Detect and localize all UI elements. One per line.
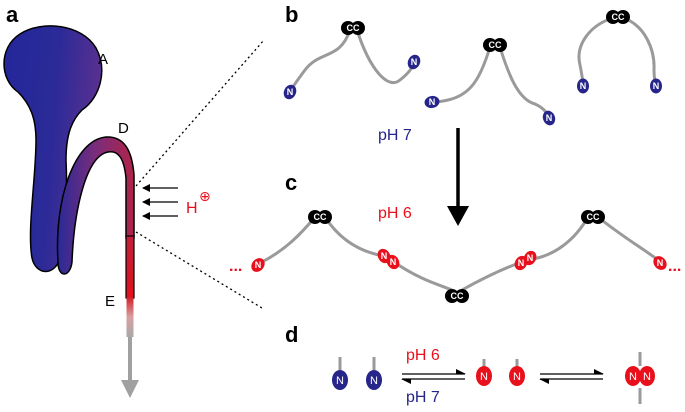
svg-text:N: N (643, 371, 651, 383)
gland-loop-region-d (56, 136, 135, 275)
region-label-d: D (118, 120, 129, 137)
protein-unprotonated-1: N N CC (283, 21, 421, 100)
coiled-coil-head (445, 289, 459, 303)
residue-n (577, 78, 589, 94)
svg-text:N: N (653, 81, 660, 91)
svg-text:N: N (381, 251, 388, 261)
residue-n-protonated (476, 366, 492, 386)
zoom-line-bottom (135, 231, 263, 309)
chain-continues-left: ... (229, 258, 242, 275)
residue-n (424, 95, 440, 109)
zoom-line-top (135, 39, 265, 187)
svg-text:N: N (657, 258, 664, 268)
svg-text:N: N (546, 113, 553, 123)
svg-text:CC: CC (347, 23, 360, 33)
svg-text:CC: CC (451, 291, 464, 301)
residue-n-protonated (639, 366, 655, 386)
coiled-coil-head (483, 38, 497, 52)
residue-n-protonated (625, 366, 641, 386)
residue-n-neutral (366, 370, 382, 390)
svg-text:N: N (287, 87, 294, 97)
proton-influx-arrows (142, 184, 178, 220)
gland-duct-tip-region-e (126, 297, 134, 337)
residue-n-protonated (653, 256, 667, 270)
coiled-coil-head (616, 10, 630, 24)
proton-symbol: H (186, 200, 198, 217)
gland-duct-segment (125, 235, 135, 299)
chain-continues-right: ... (668, 258, 681, 275)
svg-text:N: N (518, 258, 525, 268)
coiled-coil-head (455, 289, 469, 303)
protonated-network: ... N CC N N CC N N CC N ... (229, 210, 681, 303)
svg-text:N: N (390, 257, 397, 267)
proton-charge: ⊕ (199, 189, 211, 205)
region-label-a: A (98, 51, 108, 68)
condition-ph7-panel-d: pH 7 (406, 389, 440, 406)
panel-c-label: c (285, 170, 297, 195)
coiled-coil-head (318, 210, 332, 224)
equilibrium-scheme: N N N N N N (332, 352, 655, 404)
svg-text:CC: CC (489, 40, 502, 50)
residue-n-protonated (386, 254, 400, 270)
residue-n-protonated (509, 366, 525, 386)
svg-text:N: N (580, 81, 587, 91)
residue-n (542, 110, 556, 126)
residue-n-neutral (332, 370, 348, 390)
svg-text:N: N (480, 371, 488, 383)
transition-arrowhead (447, 206, 469, 226)
svg-text:N: N (255, 260, 262, 270)
residue-n-protonated (523, 250, 537, 266)
panel-b-label: b (285, 2, 298, 27)
secretory-gland-schematic (3, 25, 139, 398)
region-label-e: E (105, 293, 115, 310)
coiled-coil-head (341, 21, 355, 35)
protein-unprotonated-3: N N CC (577, 10, 662, 94)
condition-ph6-panel-d: pH 6 (406, 347, 440, 364)
coiled-coil-head (591, 210, 605, 224)
coiled-coil-head (606, 10, 620, 24)
svg-text:CC: CC (587, 212, 600, 222)
coiled-coil-head (351, 21, 365, 35)
svg-text:CC: CC (314, 212, 327, 222)
coiled-coil-head (581, 210, 595, 224)
protein-unprotonated-2: N N CC (424, 38, 556, 126)
coiled-coil-head (493, 38, 507, 52)
svg-text:N: N (411, 57, 418, 67)
gland-bulb-region-a (3, 25, 103, 273)
panel-d-label: d (285, 322, 298, 347)
panel-a-label: a (6, 2, 19, 27)
proton-base: H (186, 200, 198, 217)
condition-ph7-panel-b: pH 7 (378, 127, 412, 144)
svg-text:N: N (513, 371, 521, 383)
residue-n (650, 78, 662, 94)
svg-text:N: N (336, 375, 344, 387)
svg-text:CC: CC (612, 12, 625, 22)
svg-text:N: N (629, 371, 637, 383)
condition-ph6-panel-c: pH 6 (378, 205, 412, 222)
residue-n-protonated (251, 258, 265, 272)
secretion-arrowhead (121, 380, 139, 398)
svg-text:N: N (429, 97, 436, 107)
svg-text:N: N (370, 375, 378, 387)
residue-n (283, 84, 297, 100)
coiled-coil-head (308, 210, 322, 224)
svg-text:N: N (527, 253, 534, 263)
residue-n (407, 54, 421, 70)
